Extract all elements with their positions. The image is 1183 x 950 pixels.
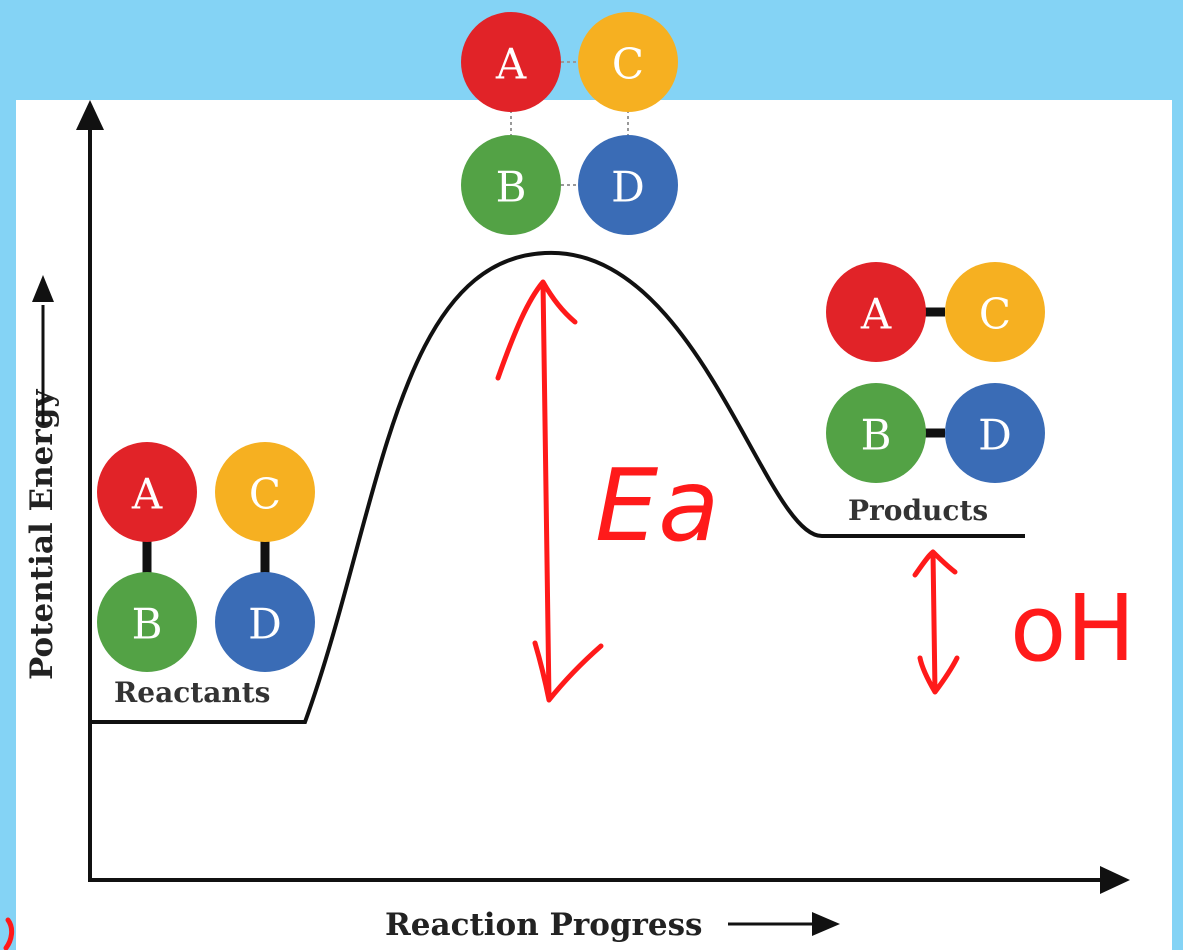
reactant-atom-d <box>215 572 315 672</box>
product-atom-b <box>826 383 926 483</box>
energy-curve <box>90 250 1025 724</box>
y-axis-title-arrowhead <box>32 275 54 302</box>
transition-state: A C B D <box>461 12 678 235</box>
transition-atom-c-label: C <box>612 40 644 89</box>
product-atom-a <box>826 262 926 362</box>
y-axis-arrowhead <box>76 100 104 130</box>
product-atom-c <box>945 262 1045 362</box>
transition-atom-b <box>461 135 561 235</box>
transition-atom-b-label: B <box>496 163 527 212</box>
stray-pen-mark <box>3 917 15 950</box>
dh-double-arrow <box>912 549 960 695</box>
transition-atom-c <box>578 12 678 112</box>
reactant-atom-c-label: C <box>249 470 281 519</box>
reactants-group: A C B D Reactants <box>97 442 315 709</box>
enthalpy-annotation: oH <box>912 549 1135 695</box>
x-axis-title-arrowhead <box>812 912 840 936</box>
products-group: A C B D Products <box>826 262 1045 527</box>
reactant-atom-d-label: D <box>248 600 282 649</box>
transition-atom-a-label: A <box>495 40 527 89</box>
reactant-atom-c <box>215 442 315 542</box>
product-atom-a-label: A <box>860 290 892 339</box>
dh-label: oH <box>1010 575 1135 682</box>
reactant-atom-b-label: B <box>132 600 163 649</box>
product-atom-b-label: B <box>861 411 892 460</box>
activation-energy-annotation: Ea <box>495 279 719 703</box>
y-axis-title: Potential Energy <box>24 389 60 680</box>
product-atom-d-label: D <box>978 411 1012 460</box>
transition-atom-d <box>578 135 678 235</box>
ea-label: Ea <box>595 447 719 564</box>
product-atom-d <box>945 383 1045 483</box>
diagram-panel <box>16 100 1172 950</box>
reactant-atom-a-label: A <box>131 470 163 519</box>
product-atom-c-label: C <box>979 290 1011 339</box>
ea-double-arrow <box>495 279 604 703</box>
products-label: Products <box>848 494 988 527</box>
x-axis-title: Reaction Progress <box>385 907 703 943</box>
y-axis-title-group: Potential Energy <box>24 275 60 680</box>
reactant-atom-a <box>97 442 197 542</box>
transition-atom-d-label: D <box>611 163 645 212</box>
x-axis-arrowhead <box>1100 866 1130 894</box>
transition-atom-a <box>461 12 561 112</box>
reactant-atom-b <box>97 572 197 672</box>
reactants-label: Reactants <box>114 676 270 709</box>
